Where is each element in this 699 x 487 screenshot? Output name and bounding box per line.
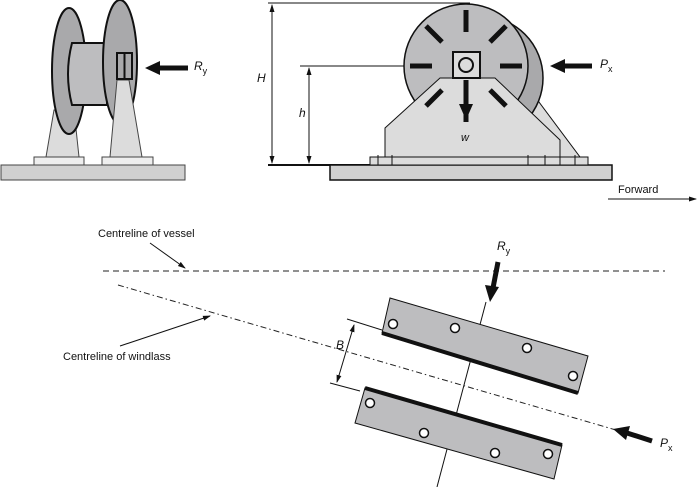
- ry-label: Ry: [194, 59, 208, 76]
- ry-force-arrow: [145, 61, 188, 75]
- B-label: B: [336, 338, 344, 352]
- vessel-centreline-label: Centreline of vessel: [98, 228, 195, 240]
- B-dimension: [336, 324, 355, 383]
- w-force-arrow: [459, 80, 473, 120]
- side-view: H h w Px Forward: [257, 2, 697, 202]
- px-force-arrow: [550, 59, 592, 73]
- windlass-centreline: [117, 284, 641, 438]
- windlass-centreline-label: Centreline of windlass: [63, 351, 171, 363]
- forward-label: Forward: [618, 184, 658, 196]
- px-label: Px: [600, 57, 613, 74]
- lower-bedplate: [354, 387, 563, 480]
- front-view: Ry: [0, 0, 208, 181]
- plan-view: Centreline of vessel Centreline of windl…: [63, 228, 673, 487]
- h-label: h: [299, 106, 306, 120]
- px-plan-label: Px: [660, 436, 673, 453]
- ry-plan-label: Ry: [497, 239, 511, 256]
- w-label: w: [461, 132, 470, 144]
- H-label: H: [257, 71, 266, 85]
- ry-plan-arrow: [485, 261, 501, 302]
- upper-bedplate: [381, 297, 589, 394]
- px-plan-arrow: [613, 426, 653, 444]
- bolt-holes: [364, 318, 579, 460]
